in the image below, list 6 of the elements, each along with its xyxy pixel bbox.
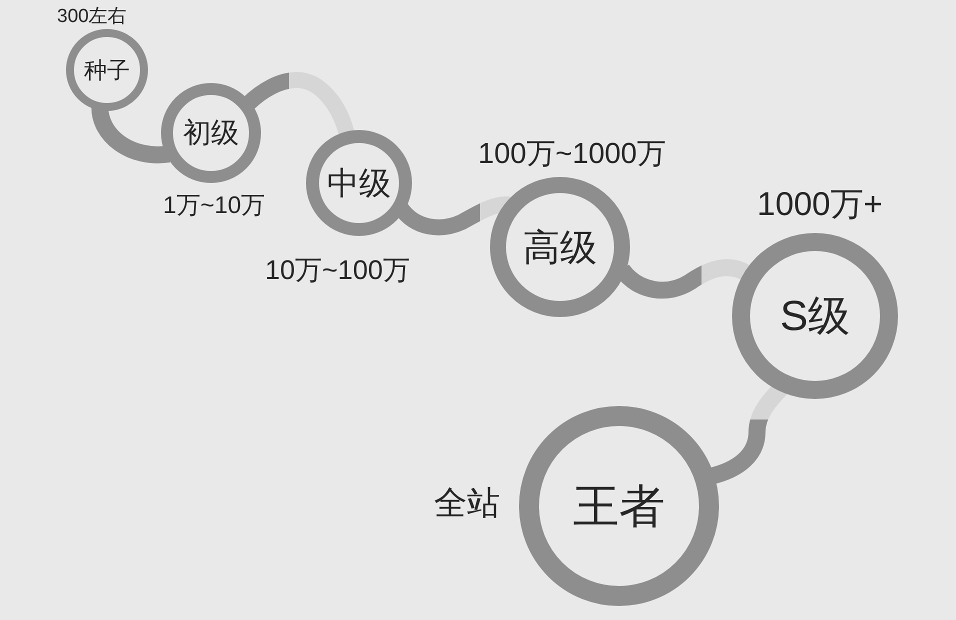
- range-label: 100万~1000万: [478, 140, 666, 169]
- range-label: 1000万+: [757, 187, 883, 220]
- range-label: 300左右: [57, 7, 127, 26]
- range-label: 10万~100万: [265, 257, 410, 284]
- range-label: 1万~10万: [163, 194, 266, 218]
- range-label: 全站: [434, 486, 500, 519]
